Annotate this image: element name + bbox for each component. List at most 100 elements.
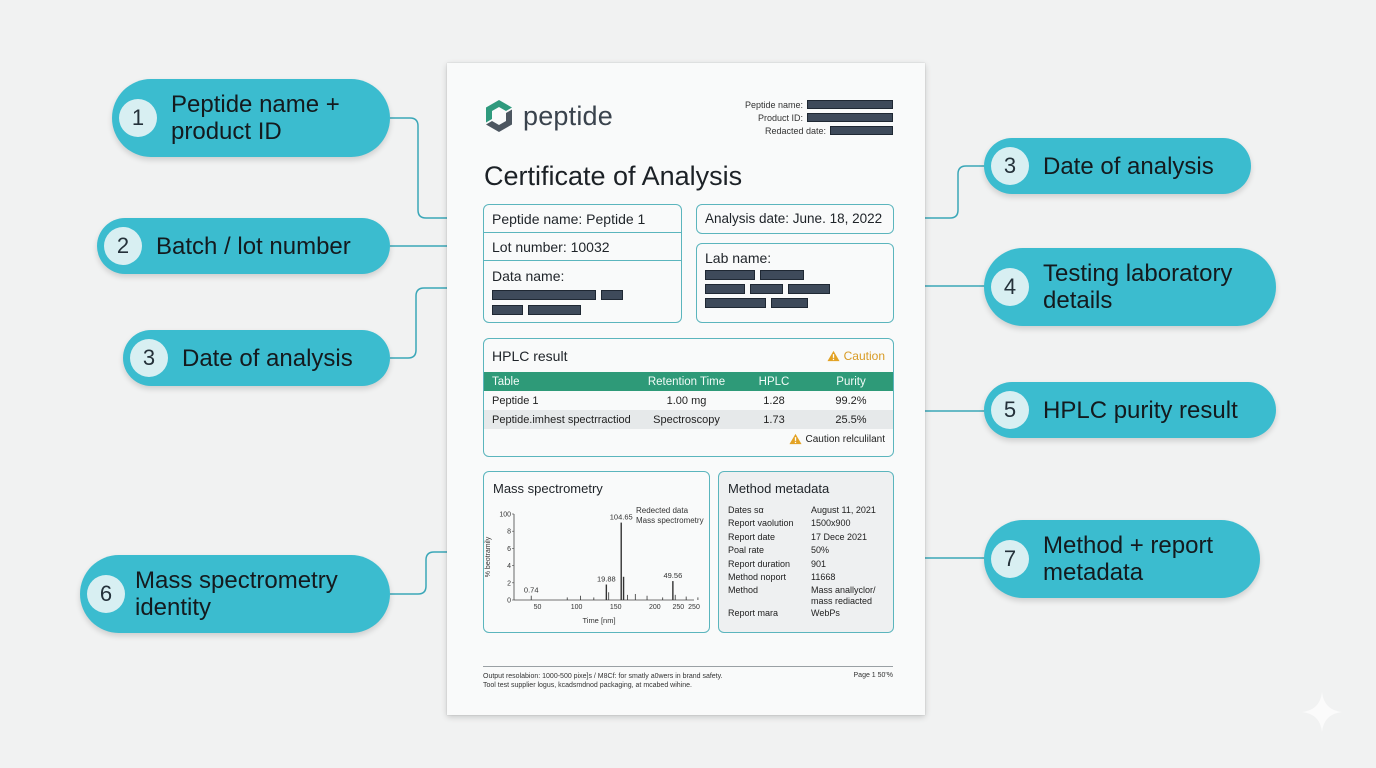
hexagon-logo-icon [486, 100, 512, 132]
metadata-value: 17 Dece 2021 [811, 531, 868, 542]
svg-text:19.88: 19.88 [597, 575, 616, 584]
svg-text:2: 2 [507, 580, 511, 587]
redacted-block [705, 270, 830, 308]
field-label: Product ID: [757, 112, 803, 123]
callout-label: Mass spectrometry identity [135, 567, 338, 621]
header-field-product-id: Product ID: [745, 111, 893, 124]
callout-mass-spec-identity: 6 Mass spectrometry identity [80, 555, 390, 633]
metadata-value: 901 [811, 558, 827, 569]
callout-number: 5 [991, 391, 1029, 429]
warning-icon [788, 433, 802, 445]
header-field-peptide-name: Peptide name: [745, 98, 893, 111]
callout-number: 3 [130, 339, 168, 377]
table-cell: Peptide.imhest spectrractiod [484, 410, 634, 429]
svg-text:50: 50 [534, 604, 542, 611]
table-cell: Peptide 1 [492, 394, 539, 407]
analysis-date-field: Analysis date: June. 18, 2022 [705, 211, 883, 226]
metadata-row: Report mara WebPs [728, 607, 887, 620]
svg-text:150: 150 [610, 604, 622, 611]
x-axis-label: Time [nm] [582, 616, 615, 625]
lab-name-field: Lab name: [697, 244, 893, 320]
method-metadata-title: Method metadata [728, 481, 830, 496]
callout-peptide-product-id: 1 Peptide name + product ID [112, 79, 390, 157]
callout-label: Method + report metadata [1043, 532, 1214, 586]
metadata-key: Dates sα [728, 505, 764, 515]
data-name-label: Data name: [492, 268, 565, 284]
svg-text:100: 100 [571, 604, 583, 611]
document-footer: Output resolabion: 1000-500 pixe]s / M8C… [483, 666, 893, 690]
svg-text:100: 100 [499, 512, 511, 519]
warning-icon [827, 350, 840, 361]
page-number: Page 1 50'% [853, 672, 893, 679]
mass-spec-title: Mass spectrometry [493, 481, 603, 496]
callout-number: 1 [119, 99, 157, 137]
certificate-document: peptide Peptide name: Product ID: Redact… [447, 63, 925, 715]
callout-label: Date of analysis [182, 344, 353, 372]
product-info-box: Peptide name: Peptide 1 Lot number: 1003… [483, 204, 682, 323]
table-cell: 99.2% [835, 394, 867, 407]
field-label: Redacted date: [764, 125, 826, 136]
callout-label: Testing laboratory details [1043, 260, 1233, 314]
callout-label: HPLC purity result [1043, 396, 1238, 424]
metadata-value: 1500x900 [811, 518, 851, 529]
brand-name: peptide [523, 100, 613, 131]
metadata-key: Method [728, 585, 759, 596]
svg-text:6: 6 [507, 546, 511, 553]
redacted-value [807, 100, 893, 109]
column-header: HPLC [739, 372, 809, 391]
lot-number-field: Lot number: 10032 [484, 233, 681, 261]
hplc-header: HPLC result Caution [484, 339, 893, 372]
footer-line: Output resolabion: 1000-500 pixe]s / M8C… [483, 673, 723, 680]
hplc-result-box: HPLC result Caution Table Retention Time [483, 338, 894, 457]
column-header: Retention Time [634, 372, 739, 391]
legend-line: Redected data [636, 506, 689, 515]
peptide-name-field: Peptide name: Peptide 1 [484, 205, 681, 233]
callout-number: 4 [991, 268, 1029, 306]
callout-number: 3 [991, 147, 1029, 185]
caution-badge: Caution [827, 349, 885, 363]
table-cell: 1.00 mg [666, 394, 707, 407]
svg-text:4: 4 [507, 563, 511, 570]
metadata-key: Report vaolution [728, 518, 794, 529]
metadata-key: Report duration [728, 558, 791, 569]
table-row: Peptide.imhest spectrractiod Spectroscop… [484, 410, 893, 429]
table-row: Peptide 1 1.00 mg 1.28 99.2% [484, 391, 893, 410]
lab-details-box: Lab name: [696, 243, 894, 323]
metadata-value: August 11, 2021 [811, 505, 876, 515]
metadata-key: Method noport [728, 572, 787, 583]
hplc-table: Table Retention Time HPLC Purity Peptide… [484, 372, 893, 429]
page-title: Certificate of Analysis [484, 161, 743, 191]
metadata-value: WebPs [811, 608, 840, 619]
svg-text:200: 200 [649, 604, 661, 611]
svg-text:250: 250 [673, 604, 685, 611]
metadata-value: Mass anallyclor/ mass rediacted [811, 585, 876, 607]
hplc-title: HPLC result [492, 347, 568, 364]
y-axis-label: % beotramily [485, 536, 492, 577]
mass-spectrometry-box: Mass spectrometry Redected data Mass spe… [483, 471, 710, 633]
sparkle-icon [1302, 692, 1342, 732]
table-cell: 25.5% [809, 410, 893, 429]
metadata-key: Report mara [728, 608, 779, 619]
metadata-row: Method noport 11668 [728, 571, 887, 584]
redacted-block [492, 290, 623, 315]
metadata-value: 11668 [811, 572, 836, 583]
metadata-key: Report date [728, 531, 776, 542]
callout-batch-lot: 2 Batch / lot number [97, 218, 390, 274]
callout-label: Peptide name + product ID [171, 91, 340, 145]
svg-text:104.65: 104.65 [610, 513, 633, 522]
header-fields: Peptide name: Product ID: Redacted date: [745, 98, 893, 137]
chart-legend: Redected data Mass spectrometry [636, 506, 704, 526]
table-header-row: Table Retention Time HPLC Purity [484, 372, 893, 391]
metadata-row: Report duration 901 [728, 558, 887, 571]
svg-text:0: 0 [507, 598, 511, 605]
data-name-field: Data name: [484, 261, 681, 321]
callout-testing-lab: 4 Testing laboratory details [984, 248, 1276, 326]
footer-line: Tool test supplier logus, kcadsmdnod pac… [483, 682, 692, 689]
legend-line: Mass spectrometry [636, 516, 704, 525]
column-header: Table [484, 372, 634, 391]
metadata-key: Poal rate [728, 545, 765, 556]
redacted-value [830, 126, 893, 135]
